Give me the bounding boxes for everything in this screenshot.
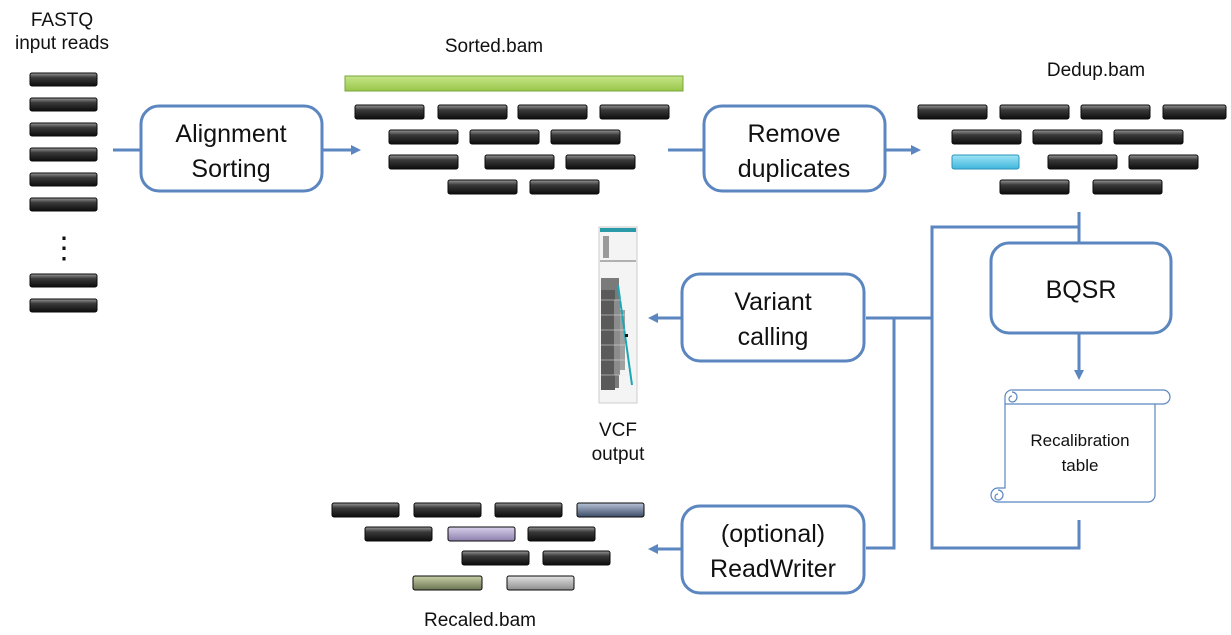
fastq-read bbox=[29, 172, 98, 187]
readwriter-label-line1: (optional) bbox=[721, 520, 825, 548]
dedup-read bbox=[1047, 154, 1118, 170]
dedup-read bbox=[1032, 129, 1103, 145]
variant-label-line2: calling bbox=[738, 323, 809, 351]
sorted-read bbox=[484, 154, 555, 170]
sorted-read bbox=[517, 104, 588, 120]
sorted-read bbox=[599, 104, 670, 120]
fastq-read bbox=[29, 122, 98, 137]
fastq-ellipsis: ⋮ bbox=[49, 232, 79, 265]
readwriter-label-line2: ReadWriter bbox=[710, 555, 836, 583]
dedup-read bbox=[1092, 179, 1163, 195]
recaled-read bbox=[412, 575, 483, 591]
dedup-read bbox=[1080, 104, 1151, 120]
dedup-reads bbox=[917, 104, 1227, 195]
bqsr-label: BQSR bbox=[1046, 276, 1117, 304]
recalibration-table-scroll bbox=[990, 389, 1171, 503]
sorted-read bbox=[529, 179, 600, 195]
dedup-read bbox=[1162, 104, 1227, 120]
fastq-title-line1: FASTQ bbox=[31, 10, 93, 31]
recaled-read bbox=[331, 502, 400, 518]
recaled-read bbox=[494, 502, 563, 518]
bqsr-step: BQSR bbox=[989, 241, 1173, 335]
vcf-label-line1: VCF bbox=[599, 420, 637, 441]
fastq-read bbox=[29, 298, 98, 313]
recaled-read bbox=[542, 550, 611, 566]
dedup-read bbox=[951, 129, 1022, 145]
recal-table-line1: Recalibration bbox=[1030, 431, 1129, 450]
dedup-read bbox=[999, 179, 1070, 195]
alignment-label-line2: Sorting bbox=[191, 155, 270, 183]
vcf-output-thumbnail bbox=[598, 226, 638, 404]
recaled-read bbox=[447, 526, 516, 542]
alignment-sorting-step: Alignment Sorting bbox=[139, 104, 324, 193]
fastq-read bbox=[29, 147, 98, 162]
reference-bar bbox=[344, 75, 684, 92]
recaled-bam-label: Recaled.bam bbox=[424, 610, 536, 631]
fastq-read bbox=[29, 97, 98, 112]
variant-calling-step: Variant calling bbox=[680, 272, 866, 363]
sorted-read bbox=[437, 104, 508, 120]
duplicate-read-marked bbox=[951, 154, 1020, 170]
recaled-read bbox=[576, 502, 645, 518]
sorted-read bbox=[447, 179, 518, 195]
recaled-read bbox=[413, 502, 482, 518]
sorted-read bbox=[550, 129, 621, 145]
remove-duplicates-step: Remove duplicates bbox=[702, 104, 887, 193]
recaled-reads bbox=[331, 502, 645, 591]
recaled-read bbox=[506, 575, 575, 591]
sorted-read bbox=[388, 154, 459, 170]
alignment-label-line1: Alignment bbox=[175, 120, 286, 148]
recaled-read bbox=[364, 526, 433, 542]
vcf-label-line2: output bbox=[592, 444, 646, 465]
variant-label-line1: Variant bbox=[734, 288, 811, 316]
dedup-label-line1: Remove bbox=[747, 120, 840, 148]
recaled-read bbox=[461, 550, 530, 566]
recaled-read bbox=[527, 526, 596, 542]
dedup-bam-label: Dedup.bam bbox=[1047, 60, 1145, 81]
readwriter-step: (optional) ReadWriter bbox=[680, 504, 866, 595]
fastq-read bbox=[29, 197, 98, 212]
sorted-read bbox=[565, 154, 636, 170]
fastq-reads bbox=[29, 72, 98, 313]
sorted-bam-label: Sorted.bam bbox=[445, 36, 543, 57]
dedup-label-line2: duplicates bbox=[738, 155, 851, 183]
dedup-read bbox=[999, 104, 1070, 120]
fastq-read bbox=[29, 72, 98, 87]
dedup-read bbox=[1113, 129, 1184, 145]
fastq-read bbox=[29, 273, 98, 288]
fastq-title-line2: input reads bbox=[15, 33, 109, 54]
dedup-read bbox=[1128, 154, 1199, 170]
sorted-read bbox=[354, 104, 425, 120]
sorted-reads bbox=[354, 104, 670, 195]
sorted-read bbox=[388, 129, 459, 145]
recal-table-line2: table bbox=[1062, 456, 1099, 475]
dedup-read bbox=[917, 104, 988, 120]
connector-lines bbox=[866, 212, 1081, 550]
sorted-read bbox=[469, 129, 540, 145]
